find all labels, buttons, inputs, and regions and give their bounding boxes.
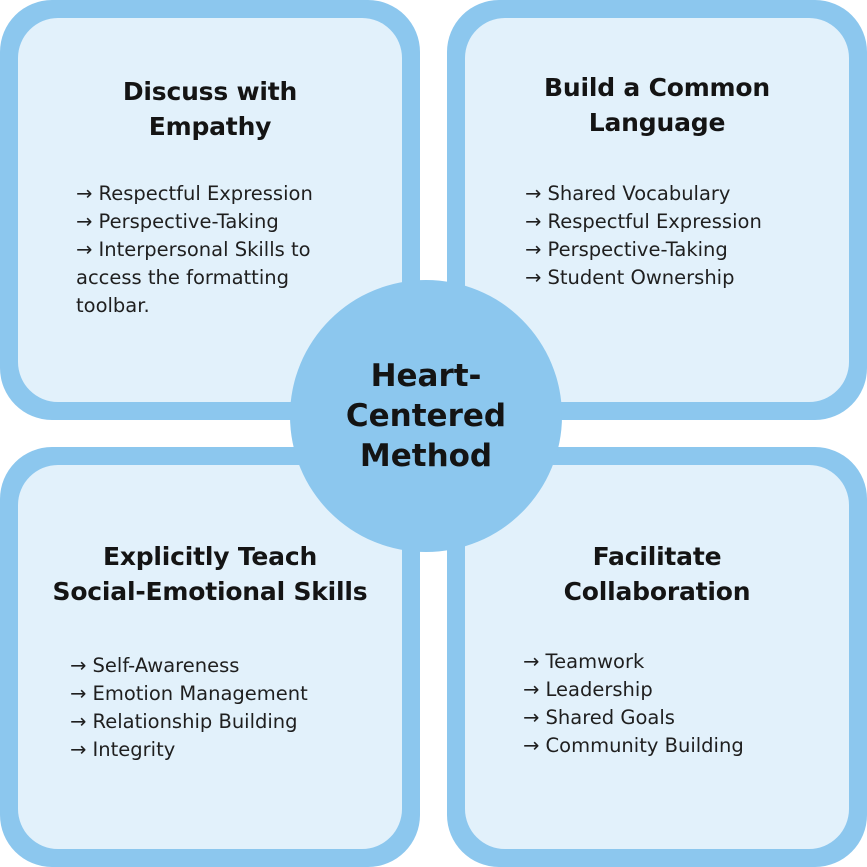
title-line: Language — [588, 108, 726, 137]
title-line: Collaboration — [563, 577, 751, 606]
list-item: → Student Ownership — [525, 266, 735, 289]
quadrant-title: Discuss with Empathy — [18, 74, 402, 144]
list-item: → Perspective-Taking — [76, 210, 279, 233]
list-item: → Leadership — [523, 678, 653, 701]
quadrant-facilitate-collaboration: Facilitate Collaboration → Teamwork → Le… — [447, 447, 867, 867]
list-item: → Shared Vocabulary — [525, 182, 731, 205]
title-line: Discuss with — [122, 77, 298, 106]
quadrant-panel: Facilitate Collaboration → Teamwork → Le… — [465, 465, 849, 849]
title-line: Facilitate — [592, 542, 722, 571]
center-label-line: Heart- — [370, 358, 482, 394]
quadrant-build-common-language: Build a Common Language → Shared Vocabul… — [447, 0, 867, 420]
list-item: → Respectful Expression — [525, 210, 762, 233]
list-item: → Self-Awareness — [70, 654, 240, 677]
title-line: Build a Common — [544, 73, 770, 102]
title-line: Social-Emotional Skills — [52, 577, 368, 606]
quadrant-item-list: → Teamwork → Leadership → Shared Goals →… — [523, 648, 843, 760]
center-label-line: Method — [359, 438, 493, 474]
center-label-line: Centered — [345, 398, 507, 434]
quadrant-title: Explicitly Teach Social-Emotional Skills — [18, 539, 402, 609]
quadrant-panel: Explicitly Teach Social-Emotional Skills… — [18, 465, 402, 849]
quadrant-discuss-with-empathy: Discuss with Empathy → Respectful Expres… — [0, 0, 420, 420]
list-item: → Community Building — [523, 734, 744, 757]
list-item: → Interpersonal Skills to access the for… — [76, 238, 311, 317]
quadrant-panel: Discuss with Empathy → Respectful Expres… — [18, 18, 402, 402]
title-line: Explicitly Teach — [102, 542, 318, 571]
title-line: Empathy — [148, 112, 272, 141]
list-item: → Perspective-Taking — [525, 238, 728, 261]
list-item: → Shared Goals — [523, 706, 675, 729]
quadrant-title: Build a Common Language — [465, 70, 849, 140]
list-item: → Teamwork — [523, 650, 645, 673]
quadrant-item-list: → Shared Vocabulary → Respectful Express… — [525, 180, 845, 292]
quadrant-item-list: → Self-Awareness → Emotion Management → … — [70, 652, 390, 764]
list-item: → Relationship Building — [70, 710, 298, 733]
list-item: → Integrity — [70, 738, 176, 761]
quadrant-title: Facilitate Collaboration — [465, 539, 849, 609]
center-circle: Heart- Centered Method — [290, 280, 562, 552]
list-item: → Emotion Management — [70, 682, 308, 705]
list-item: → Respectful Expression — [76, 182, 313, 205]
quadrant-item-list: → Respectful Expression → Perspective-Ta… — [76, 180, 346, 320]
center-label: Heart- Centered Method — [326, 356, 526, 476]
